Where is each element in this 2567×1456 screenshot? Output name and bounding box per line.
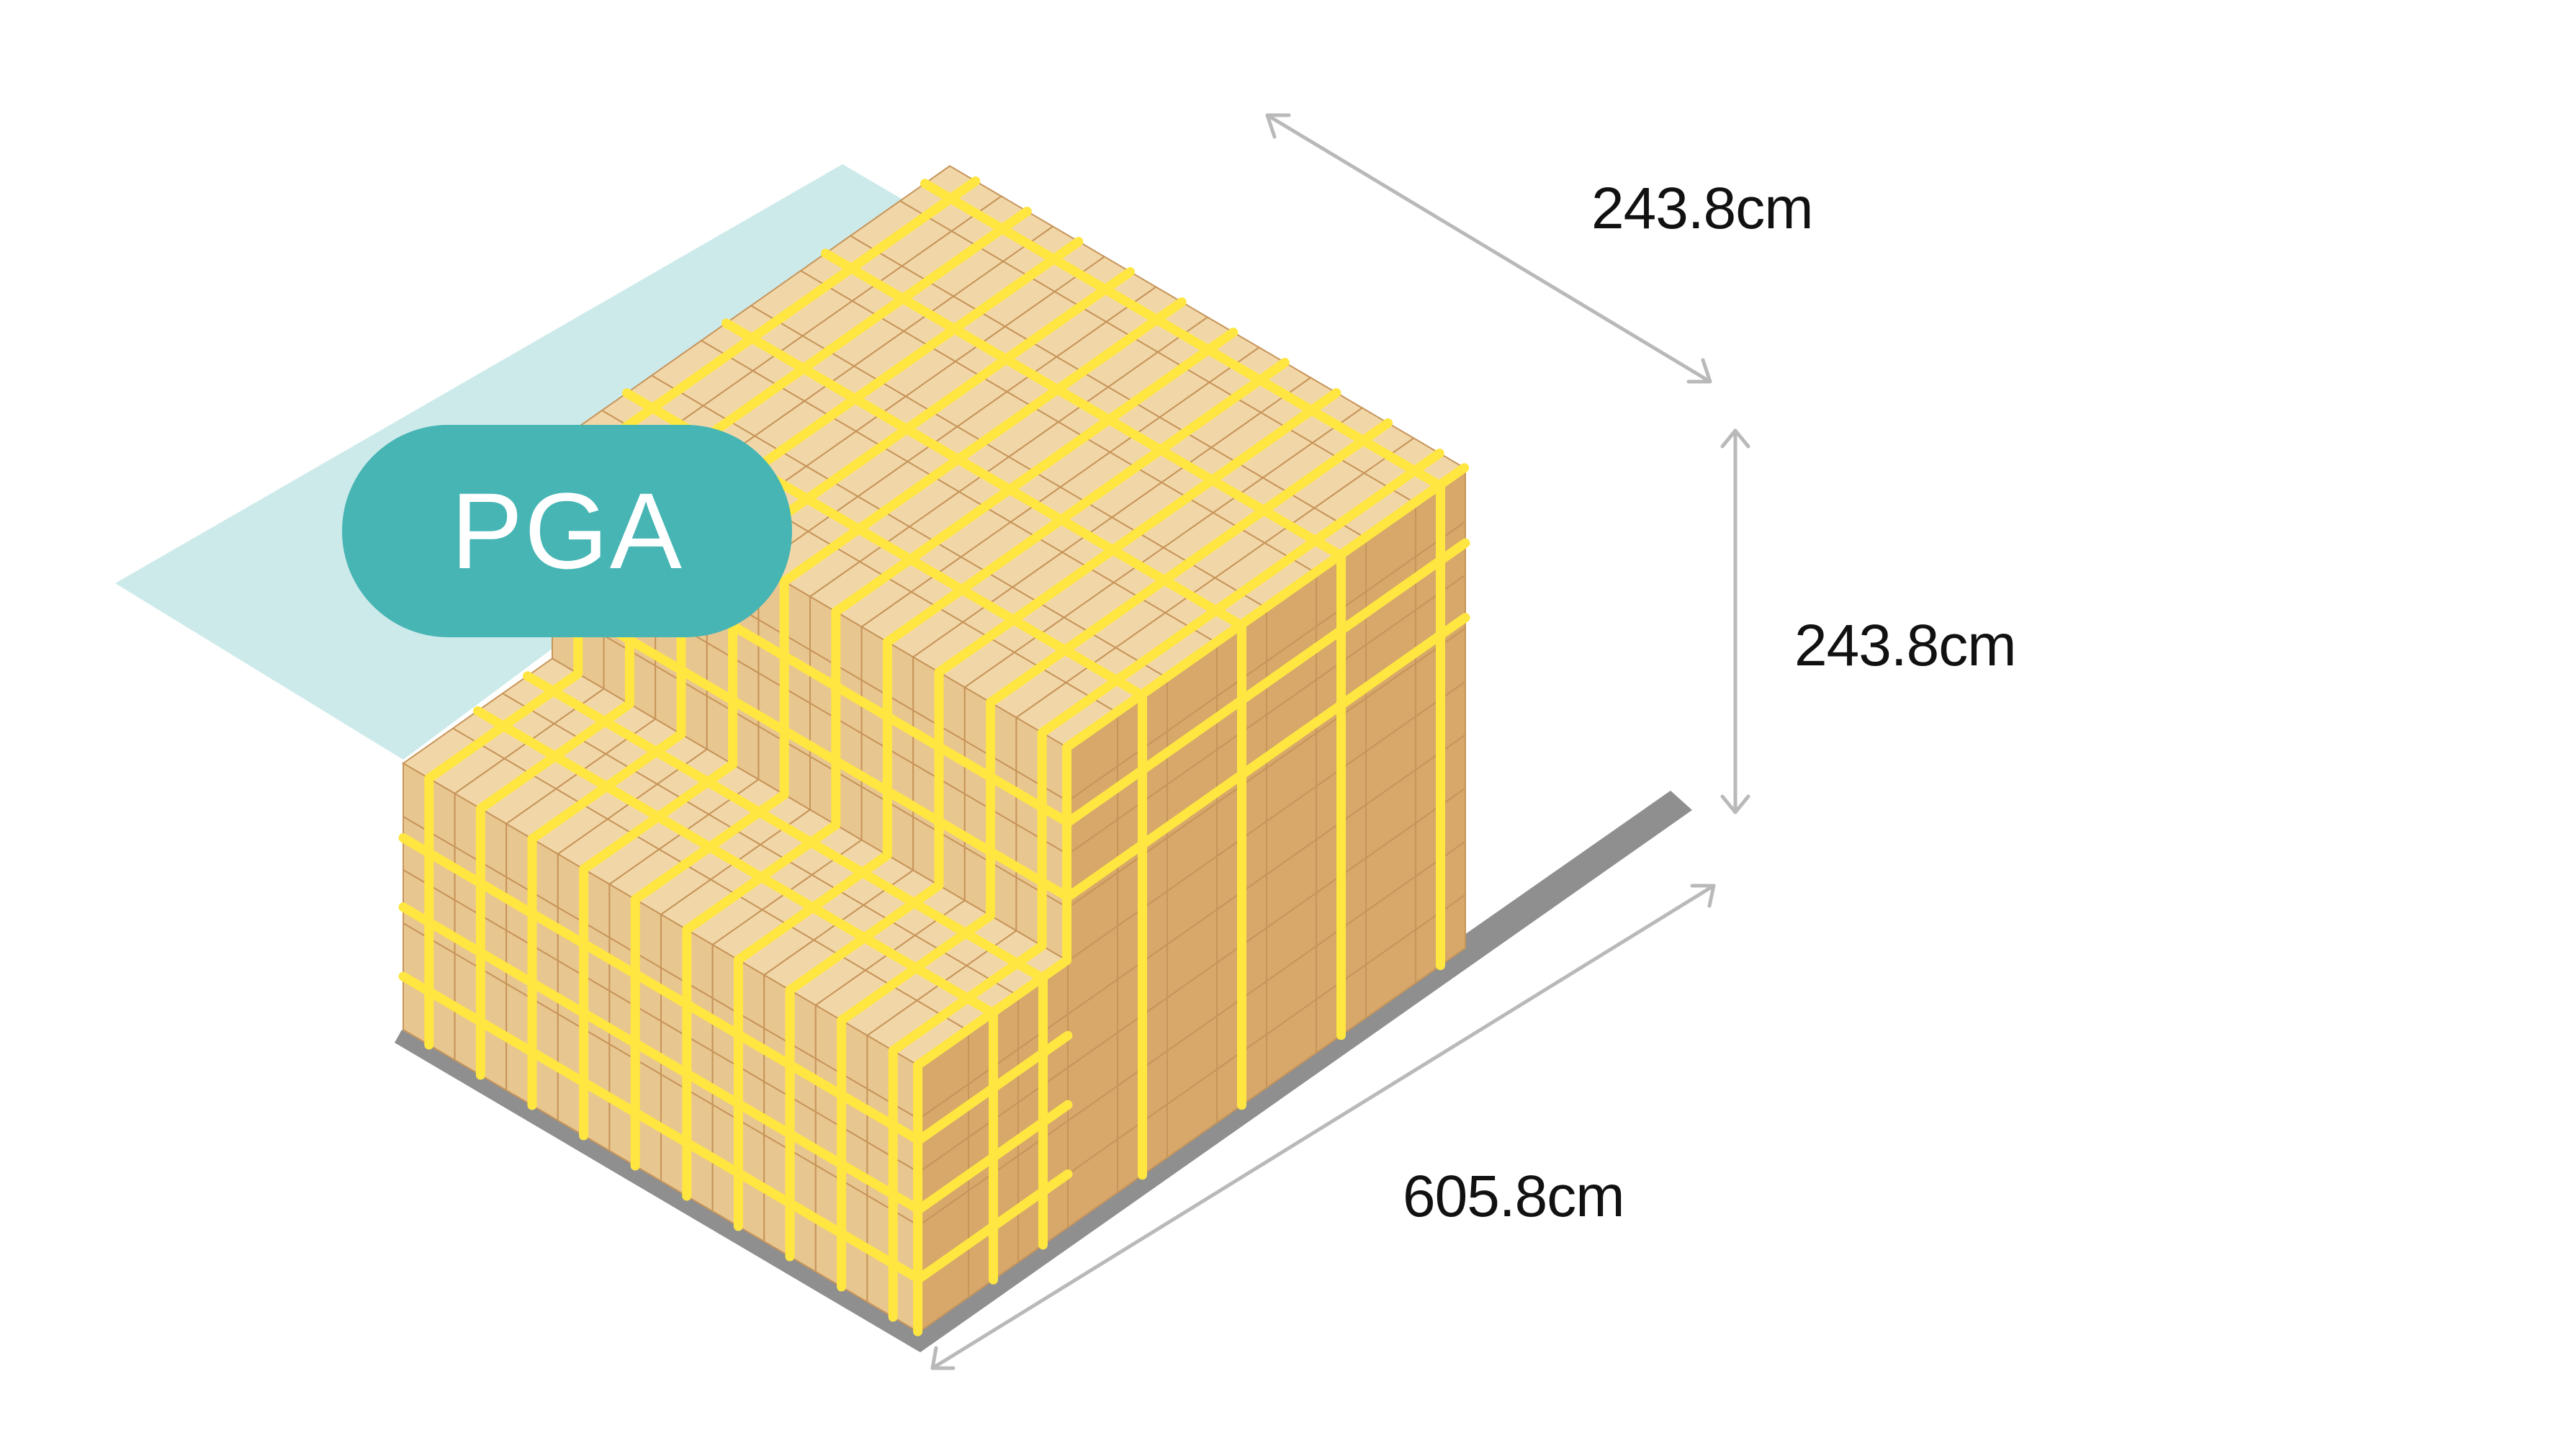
strap-transverse xyxy=(733,358,1290,1231)
strap-transverse xyxy=(579,267,1136,1141)
strap-transverse xyxy=(837,418,1393,1292)
strap-longitudinal-lower xyxy=(473,706,998,1285)
arrow-length-head-b xyxy=(1690,884,1716,908)
strap-horizontal-front xyxy=(398,902,1073,1215)
arrow-height-head-b xyxy=(1720,794,1750,814)
arrow-length-line xyxy=(930,884,1716,1370)
strap-horizontal-front xyxy=(398,971,1073,1284)
strap-transverse xyxy=(913,463,1470,1336)
strap-transverse xyxy=(682,328,1238,1201)
strap-longitudinal-upper xyxy=(622,388,1147,1180)
arrow-width-line xyxy=(1265,113,1712,384)
arrow-height-head-a xyxy=(1720,428,1750,449)
dimension-width-label: 243.8cm xyxy=(1591,176,1814,241)
strap-longitudinal-upper xyxy=(920,179,1445,971)
strap-transverse xyxy=(888,449,1444,1322)
arrow-width-head-a xyxy=(1265,113,1291,139)
arrow-length-head-a xyxy=(930,1346,956,1370)
strap-horizontal-front xyxy=(398,833,1073,1146)
cargo-straps xyxy=(398,176,1470,1336)
strap-transverse xyxy=(527,237,1084,1110)
pga-badge: PGA xyxy=(342,425,792,637)
strap-horizontal-upper xyxy=(547,590,1470,902)
strap-transverse xyxy=(785,388,1341,1262)
dimension-height-label: 243.8cm xyxy=(1794,613,2017,678)
pga-badge-label: PGA xyxy=(451,470,683,591)
arrow-width-head-b xyxy=(1686,358,1712,384)
strap-longitudinal-upper xyxy=(721,318,1246,1110)
strap-longitudinal-upper xyxy=(821,248,1346,1041)
strap-longitudinal-lower xyxy=(523,671,1048,1250)
dimension-length-label: 605.8cm xyxy=(1403,1164,1625,1229)
dimension-arrows xyxy=(930,113,1750,1370)
strap-transverse xyxy=(475,207,1032,1080)
strap-transverse xyxy=(424,176,981,1050)
strap-transverse xyxy=(630,297,1187,1171)
